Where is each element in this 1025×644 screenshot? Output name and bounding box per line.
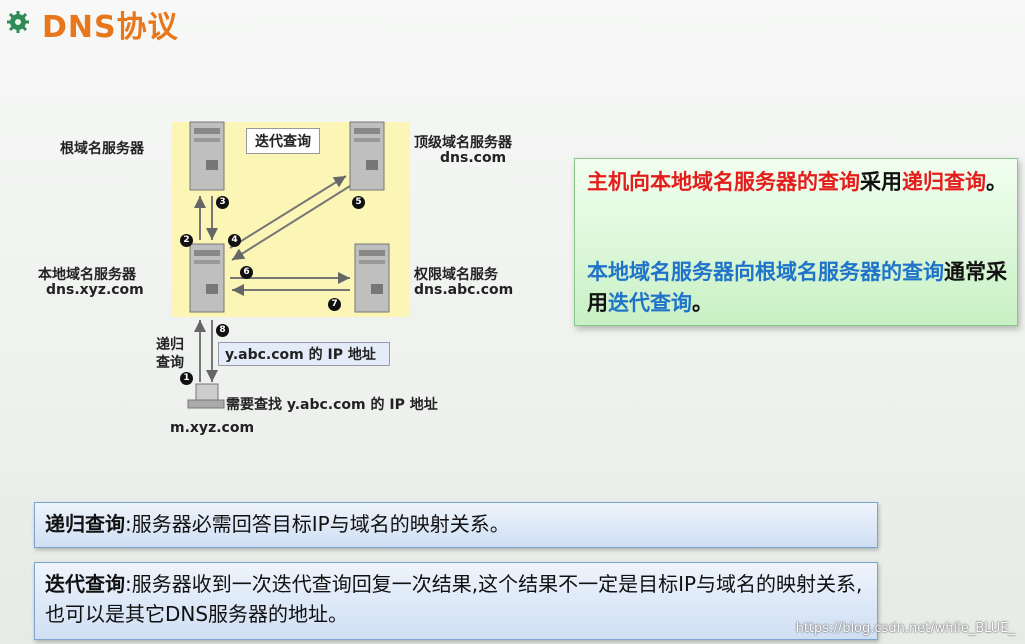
panel-text: 迭代查询 xyxy=(608,291,692,315)
panel-text: 。 xyxy=(986,170,1007,194)
tld-server-icon xyxy=(349,121,385,191)
step-number: 7 xyxy=(328,298,341,311)
summary-panel: 主机向本地域名服务器的查询采用递归查询。 本地域名服务器向根域名服务器的查询通常… xyxy=(574,158,1018,326)
host-computer-icon xyxy=(187,383,225,409)
root-server-icon xyxy=(189,121,225,191)
step-number: 1 xyxy=(180,372,193,385)
auth-domain-label: dns.abc.com xyxy=(414,282,514,298)
local-domain-label: dns.xyz.com xyxy=(46,282,144,298)
tld-server-label: 顶级域名服务器 xyxy=(414,135,512,151)
iterative-label: 迭代查询 xyxy=(246,128,320,154)
panel-text: 主机向本地域名服务器的查询 xyxy=(587,170,860,194)
local-server-label: 本地域名服务器 xyxy=(38,267,136,283)
recursive-label-1: 递归 xyxy=(156,337,184,353)
panel-line-1: 主机向本地域名服务器的查询采用递归查询。 xyxy=(587,167,1007,198)
definition-term: 递归查询 xyxy=(45,512,125,536)
panel-text: 采用 xyxy=(860,170,902,194)
step-number: 8 xyxy=(216,324,229,337)
definition-text: :服务器必需回答目标IP与域名的映射关系。 xyxy=(125,512,510,536)
panel-text: 本地域名服务器向根域名服务器的查询 xyxy=(587,260,944,284)
answer-box: y.abc.com 的 IP 地址 xyxy=(218,342,390,366)
local-server-icon xyxy=(189,243,225,313)
panel-line-2: 本地域名服务器向根域名服务器的查询通常采用迭代查询。 xyxy=(587,257,1007,319)
definition-term: 迭代查询 xyxy=(45,572,125,596)
root-server-label: 根域名服务器 xyxy=(60,141,144,157)
panel-text: 递归查询 xyxy=(902,170,986,194)
panel-text: 通常采用 xyxy=(587,260,1007,315)
auth-server-label: 权限域名服务 xyxy=(414,267,498,283)
step-number: 5 xyxy=(352,196,365,209)
step-number: 3 xyxy=(216,196,229,209)
iterative-definition: 迭代查询:服务器收到一次迭代查询回复一次结果,这个结果不一定是目标IP与域名的映… xyxy=(34,562,878,640)
watermark: https://blog.csdn.net/while_BLUE_ xyxy=(795,621,1015,636)
auth-server-icon xyxy=(354,243,390,313)
gear-icon xyxy=(7,11,29,33)
step-number: 4 xyxy=(228,234,241,247)
definition-text: :服务器收到一次迭代查询回复一次结果,这个结果不一定是目标IP与域名的映射关系,… xyxy=(45,572,863,626)
tld-domain-label: dns.com xyxy=(440,150,507,166)
panel-text: 。 xyxy=(692,291,713,315)
host-domain-label: m.xyz.com xyxy=(170,420,255,436)
step-number: 6 xyxy=(240,266,253,279)
page-title: DNS协议 xyxy=(42,10,179,45)
recursive-definition: 递归查询:服务器必需回答目标IP与域名的映射关系。 xyxy=(34,502,878,548)
step-number: 2 xyxy=(180,234,193,247)
host-query-label: 需要查找 y.abc.com 的 IP 地址 xyxy=(226,397,438,413)
recursive-label-2: 查询 xyxy=(156,355,184,371)
